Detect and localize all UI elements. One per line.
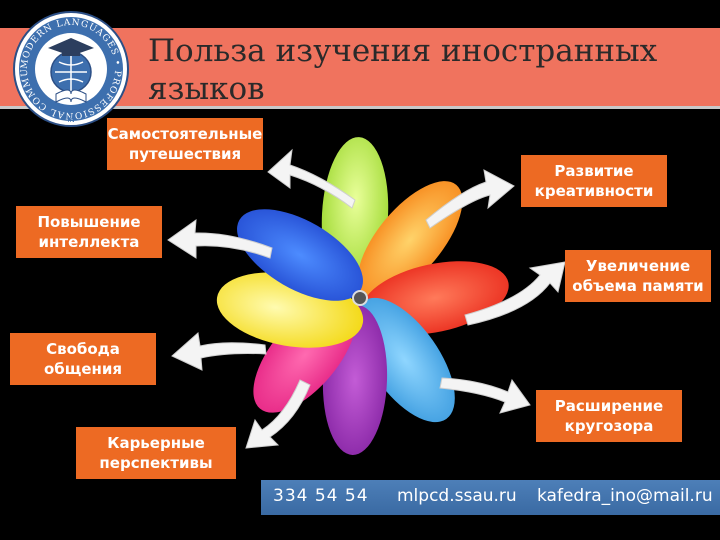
flower-petals (216, 137, 509, 455)
benefit-intellect: Повышение интеллекта (16, 206, 162, 258)
benefit-memory: Увеличение объема памяти (565, 250, 711, 302)
phone-number: 334 54 54 (273, 486, 369, 506)
header-divider (0, 106, 720, 109)
arrow-memory (464, 261, 566, 326)
flower-center (352, 290, 368, 306)
petal-blue (355, 297, 455, 423)
arrow-communication (171, 332, 267, 371)
arrow-career (245, 379, 311, 449)
petal-orange (357, 181, 463, 299)
arrow-horizons (439, 377, 531, 414)
email-link[interactable]: kafedra_ino@mail.ru (537, 486, 713, 506)
benefit-horizons: Расширение кругозора (536, 390, 682, 442)
arrows (167, 148, 566, 449)
contact-bar: 334 54 54 mlpcd.ssau.ru kafedra_ino@mail… (261, 480, 720, 515)
website-link[interactable]: mlpcd.ssau.ru (397, 486, 517, 506)
benefit-creativity: Развитие креативности (521, 155, 667, 207)
arrow-creativity (425, 169, 515, 229)
modern-languages-logo: MODERN LANGUAGES • PROFESSIONAL COMMUNIC… (12, 10, 129, 127)
arrow-intellect (167, 218, 273, 259)
petal-deepblue (237, 209, 363, 301)
logo-center-text: IN (67, 116, 74, 124)
arrow-travel (267, 148, 356, 209)
benefit-career: Карьерные перспективы (76, 427, 236, 479)
benefit-travel: Самостоятельные путешествия (107, 118, 263, 170)
benefit-communication: Свобода общения (10, 333, 156, 385)
page-title: Польза изучения иностранных языков (148, 33, 658, 107)
